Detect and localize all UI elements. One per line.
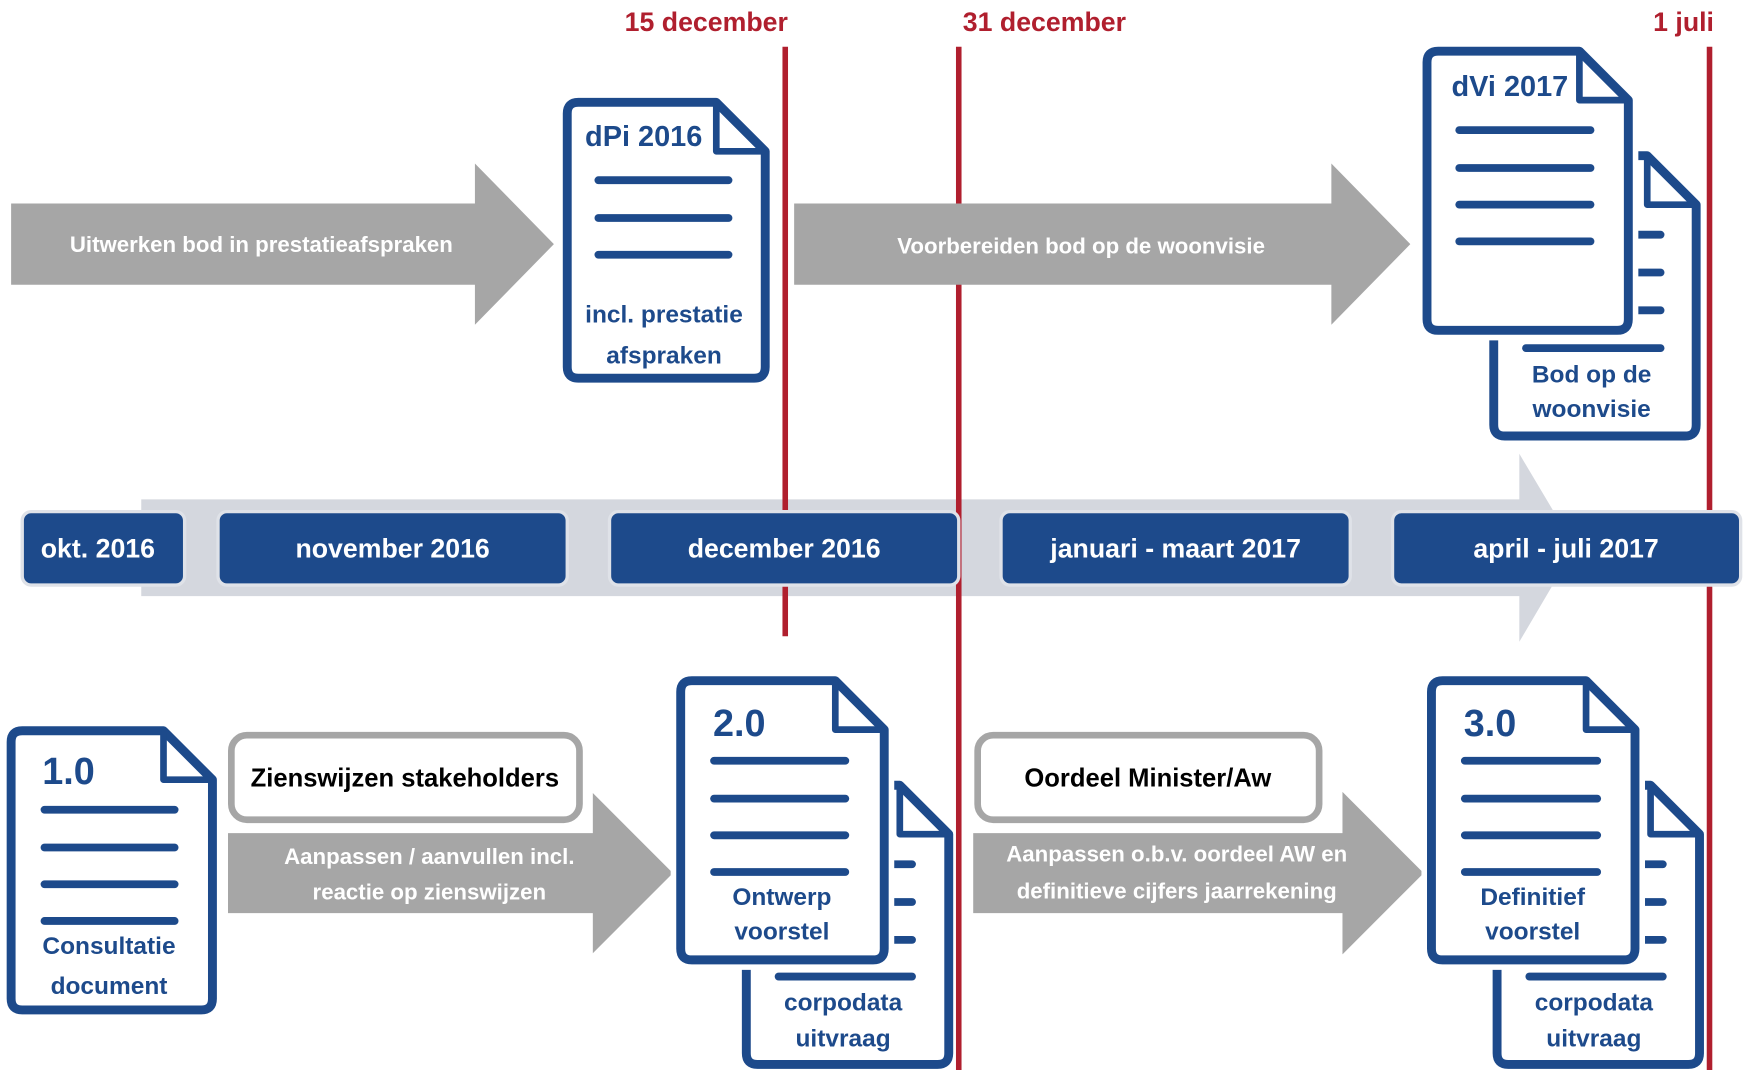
document-version: 1.0: [42, 751, 95, 793]
draft-proposal-document-icon: 2.0 Ontwerp voorstel: [670, 670, 895, 970]
document-caption-line2: document: [51, 973, 168, 1000]
document-caption-line2: voorstel: [734, 919, 829, 946]
period-april-juli-2017: april - juli 2017: [1390, 509, 1743, 587]
period-label: januari - maart 2017: [1049, 533, 1301, 563]
document-caption-line1: Ontwerp: [732, 884, 831, 911]
document-caption-line1: corpodata: [1535, 990, 1654, 1017]
document-caption-line2: uitvraag: [1546, 1025, 1641, 1052]
document-caption-line2: uitvraag: [796, 1025, 891, 1052]
document-version: 2.0: [713, 703, 766, 745]
document-fold: [831, 680, 885, 733]
arrow-label-line1: Aanpassen o.b.v. oordeel AW en: [1006, 842, 1347, 867]
period-label: november 2016: [295, 533, 489, 563]
document-outline: [676, 676, 889, 965]
minister-box: Oordeel Minister/Aw: [974, 731, 1323, 824]
period-november-2016: november 2016: [216, 509, 569, 587]
period-label: december 2016: [688, 533, 881, 563]
note-box-frame: [228, 731, 583, 824]
period-label: okt. 2016: [41, 533, 155, 563]
stakeholder-box: Zienswijzen stakeholders: [228, 731, 583, 824]
deadline-label-31-december: 31 december: [963, 7, 1126, 37]
deadline-label-15-december: 15 december: [625, 7, 788, 37]
document-outline: [1422, 46, 1633, 335]
document-caption-line2: voorstel: [1485, 919, 1580, 946]
document-fold: [1576, 51, 1629, 104]
arrow-label-line2: reactie op zienswijzen: [313, 880, 547, 905]
document-fold: [712, 102, 766, 155]
document-caption-line2: afspraken: [606, 342, 722, 369]
document-fold: [1647, 785, 1700, 838]
arrow-shape: [794, 163, 1411, 325]
document-title: dVi 2017: [1451, 71, 1568, 103]
period-december-2016: december 2016: [607, 509, 961, 587]
document-version: 3.0: [1464, 703, 1517, 745]
period-label: april - juli 2017: [1473, 533, 1658, 563]
arrow-prestatieafspraken: Uitwerken bod in prestatieafspraken: [11, 163, 554, 325]
period-box: [20, 509, 187, 587]
document-caption-line1: Consultatie: [42, 933, 175, 960]
document-outline: [1427, 676, 1640, 965]
deadline-label-1-juli: 1 juli: [1653, 7, 1714, 37]
period-box: [999, 509, 1352, 587]
document-title: dPi 2016: [585, 121, 702, 153]
period-januari-maart-2017: januari - maart 2017: [999, 509, 1352, 587]
dpi-2016-document-icon: dPi 2016 incl. prestatie afspraken: [562, 97, 770, 383]
document-fold: [160, 730, 213, 784]
document-outline: [6, 726, 217, 1015]
arrow-zienswijzen: Aanpassen / aanvullen incl. reactie op z…: [228, 793, 673, 954]
document-caption-line1: corpodata: [784, 990, 903, 1017]
note-box-label: Zienswijzen stakeholders: [251, 765, 559, 793]
arrow-shape: [11, 163, 554, 325]
arrow-shape: [228, 793, 673, 954]
arrow-woonvisie: Voorbereiden bod op de woonvisie: [794, 163, 1411, 325]
document-caption-line1: Definitief: [1480, 884, 1585, 911]
arrow-label-line2: definitieve cijfers jaarrekening: [1017, 878, 1337, 903]
period-okt-2016: okt. 2016: [20, 509, 187, 587]
arrow-label: Uitwerken bod in prestatieafspraken: [70, 232, 453, 257]
document-fold: [1582, 680, 1635, 733]
arrow-label-line1: Aanpassen / aanvullen incl.: [284, 844, 574, 869]
note-box-frame: [974, 731, 1323, 824]
dvi-2017-document-icon: dVi 2017: [1417, 41, 1639, 341]
arrow-label: Voorbereiden bod op de woonvisie: [897, 233, 1265, 258]
document-caption-line1: incl. prestatie: [585, 301, 743, 328]
note-box-label: Oordeel Minister/Aw: [1024, 765, 1271, 793]
document-outline: [562, 97, 770, 383]
arrow-shape: [973, 791, 1424, 955]
period-box: [607, 509, 961, 587]
period-box: [1390, 509, 1743, 587]
document-fold: [1643, 155, 1697, 208]
final-proposal-document-icon: 3.0 Definitief voorstel: [1421, 670, 1646, 970]
document-caption-line1: Bod op de: [1532, 361, 1652, 388]
document-caption-line2: woonvisie: [1532, 396, 1651, 423]
arrow-oordeel: Aanpassen o.b.v. oordeel AW en definitie…: [973, 791, 1424, 955]
period-box: [216, 509, 569, 587]
document-fold: [896, 785, 949, 838]
consultation-document-icon: 1.0 Consultatie document: [6, 726, 217, 1015]
